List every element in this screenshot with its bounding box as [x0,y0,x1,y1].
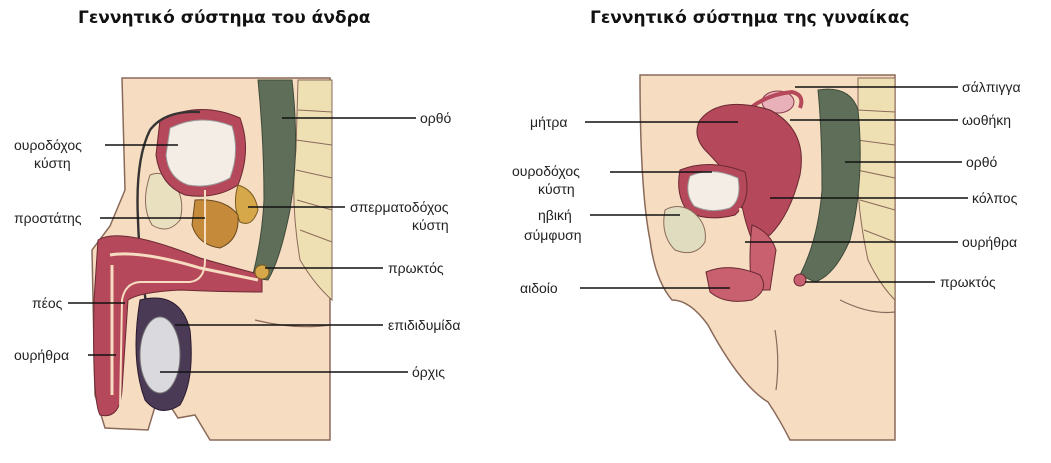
label-female-anus: πρωκτός [940,274,996,290]
label-male-prostate: προστάτης [14,210,82,226]
label-female-uterus: μήτρα [530,114,567,130]
label-female-bladder-2: κύστη [538,181,575,197]
label-male-anus: πρωκτός [388,260,444,276]
label-male-epididymis: επιδιδυμίδα [388,317,460,333]
male-anus-region [255,265,269,279]
female-illustration [640,75,895,440]
label-female-vagina: κόλπος [972,190,1018,206]
label-male-seminal-2: κύστη [412,217,449,233]
female-anus-region [794,274,806,286]
label-female-pubic-2: σύμφυση [524,227,582,243]
label-male-rectum: ορθό [420,110,452,126]
label-male-urethra: ουρήθρα [14,347,69,363]
label-male-testis: όρχις [412,364,445,380]
label-female-ovary: ωοθήκη [962,112,1011,128]
label-male-penis: πέος [32,295,63,311]
label-female-vulva: αιδοίο [520,280,558,296]
label-female-rectum: ορθό [966,154,998,170]
label-male-bladder-1: ουροδόχος [14,137,82,153]
female-bladder [688,171,739,210]
label-male-bladder-2: κύστη [34,155,71,171]
label-female-pubic-1: ηβική [538,207,572,223]
label-male-seminal-1: σπερματοδόχος [350,199,449,215]
label-female-urethra: ουρήθρα [962,234,1017,250]
label-female-tube: σάλπιγγα [962,79,1021,95]
male-illustration [92,78,332,440]
male-bladder [166,120,236,186]
male-testis [140,317,180,393]
label-female-bladder-1: ουροδόχος [512,163,580,179]
